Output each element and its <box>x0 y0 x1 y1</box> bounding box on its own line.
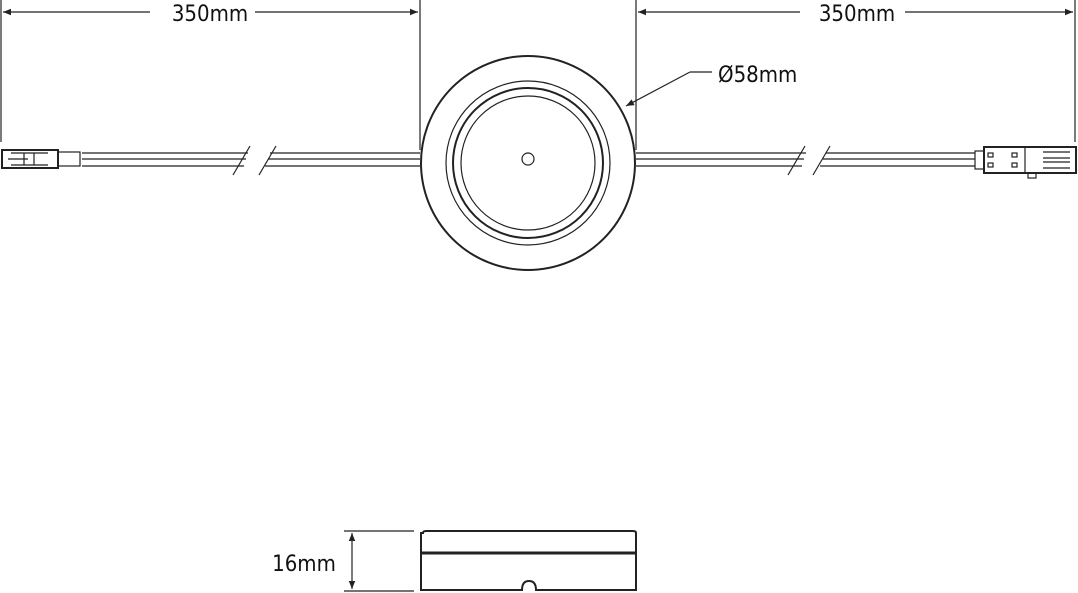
diameter-label: Ø58mm <box>718 63 797 88</box>
right-length-label: 350mm <box>819 2 895 27</box>
light-side-view <box>420 530 637 591</box>
height-dimension: 16mm <box>272 530 414 592</box>
right-length-dimension: 350mm <box>635 0 1076 150</box>
light-top-view <box>420 55 636 271</box>
left-length-dimension: 350mm <box>0 0 421 150</box>
height-label: 16mm <box>272 552 336 577</box>
sensor-dot <box>521 152 535 166</box>
right-connector <box>974 146 1077 179</box>
right-cable <box>636 145 975 176</box>
left-connector <box>1 149 81 169</box>
left-cable <box>82 145 420 176</box>
left-length-label: 350mm <box>172 2 248 27</box>
diameter-dimension: Ø58mm <box>625 63 797 107</box>
